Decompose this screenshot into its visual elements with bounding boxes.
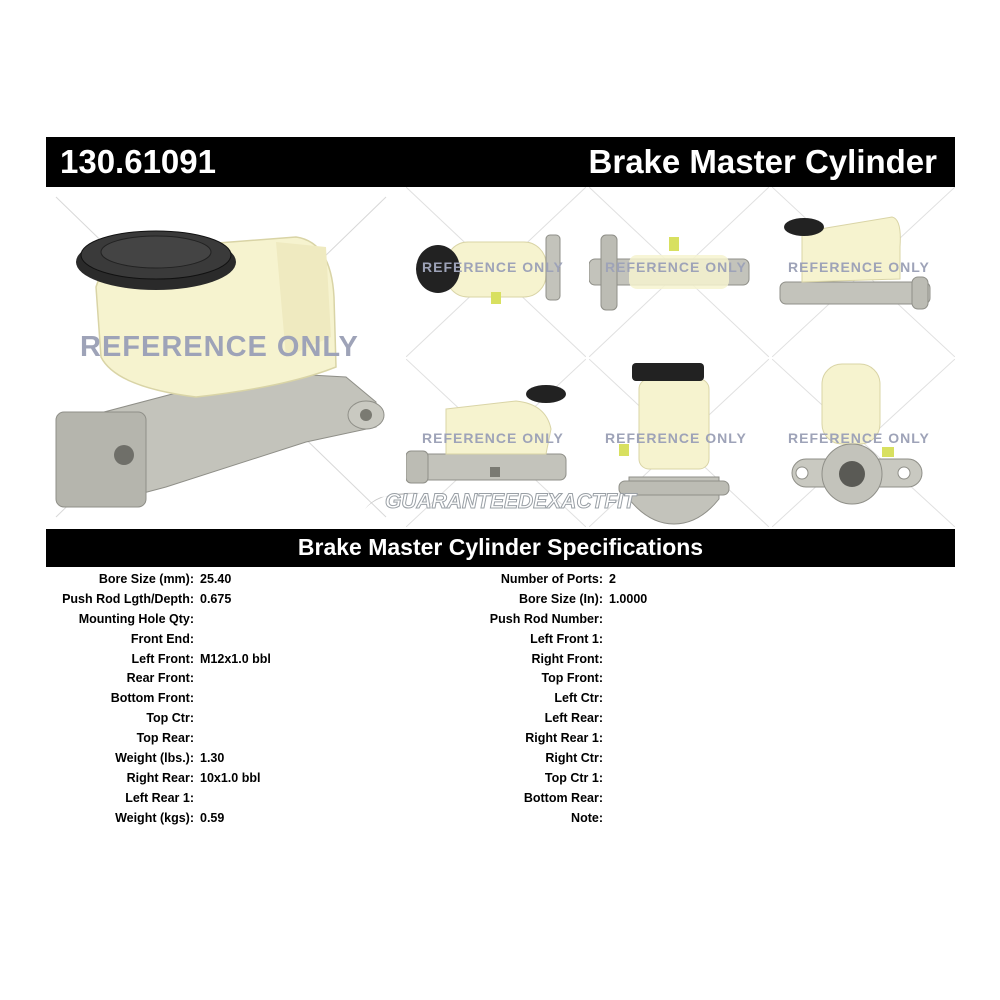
spec-row: Top Ctr: <box>0 709 194 729</box>
spec-label: Left Ctr: <box>554 691 603 706</box>
reference-only-watermark: REFERENCE ONLY <box>422 259 564 275</box>
spec-row: Left Ctr: <box>400 689 603 709</box>
spec-row: Bottom Front: <box>0 689 194 709</box>
guarantee-text: GUARANTEEDEXACTFIT <box>385 490 637 514</box>
thumbnail-right-view[interactable]: REFERENCE ONLY <box>772 187 955 357</box>
spec-row: Top Front: <box>400 669 603 689</box>
guaranteed-exact-fit-logo: GUARANTEEDEXACTFIT <box>361 489 661 515</box>
spec-row: Right Ctr: <box>400 749 603 769</box>
spec-value: 0.675 <box>200 591 232 606</box>
specs-left-column: Bore Size (mm): 25.40 Push Rod Lgth/Depth… <box>0 570 271 829</box>
specifications-header: Brake Master Cylinder Specifications <box>46 529 955 567</box>
spec-label: Push Rod Number: <box>489 611 603 626</box>
spec-label: Top Ctr 1: <box>544 770 603 785</box>
reference-only-watermark: REFERENCE ONLY <box>80 331 359 363</box>
product-name: Brake Master Cylinder <box>588 143 937 180</box>
spec-row: Right Front: <box>400 650 603 670</box>
spec-row: Push Rod Lgth/Depth: 0.675 <box>0 590 231 610</box>
thumbnail-rear-end-view[interactable]: REFERENCE ONLY <box>772 359 955 527</box>
spec-label: Right Front: <box>531 651 603 666</box>
spec-row: Front End: <box>0 630 194 650</box>
spec-label: Right Ctr: <box>545 751 603 766</box>
master-cylinder-rear-end-illustration <box>772 359 955 527</box>
thumbnail-top-view[interactable]: REFERENCE ONLY <box>589 187 769 357</box>
spec-label: Bore Size (mm): <box>98 572 194 586</box>
thumbnail-front-side-view[interactable]: REFERENCE ONLY <box>406 359 586 527</box>
spec-label: Note: <box>571 810 603 825</box>
spec-row: Weight (lbs.): 1.30 <box>0 749 224 769</box>
specs-right-column: Number of Ports:2 Bore Size (In):1.0000 … <box>400 570 647 829</box>
spec-row: Left Front 1: <box>400 630 603 650</box>
spec-value: 1.30 <box>200 751 225 766</box>
master-cylinder-front-side-illustration <box>406 359 586 527</box>
spec-label: Weight (lbs.): <box>115 751 194 766</box>
spec-row: Right Rear 1: <box>400 729 603 749</box>
master-cylinder-main-illustration <box>55 196 387 518</box>
spec-label: Left Front: <box>131 651 194 666</box>
spec-label: Top Ctr: <box>146 711 194 726</box>
spec-label: Weight (kgs): <box>115 810 194 825</box>
spec-value: 0.59 <box>200 810 225 825</box>
spec-row: Push Rod Number: <box>400 610 603 630</box>
reference-only-watermark: REFERENCE ONLY <box>605 430 747 446</box>
spec-label: Right Rear: <box>126 770 194 785</box>
spec-row: Top Rear: <box>0 729 194 749</box>
master-cylinder-top-illustration <box>589 187 769 357</box>
specifications-title: Brake Master Cylinder Specifications <box>297 534 704 560</box>
reference-only-watermark: REFERENCE ONLY <box>788 259 930 275</box>
spec-label: Bottom Rear: <box>523 790 603 805</box>
spec-row: Number of Ports: 2 <box>400 570 616 590</box>
spec-row: Top Ctr 1: <box>400 769 603 789</box>
spec-row: Note: <box>400 809 603 829</box>
spec-label: Rear Front: <box>126 671 194 686</box>
spec-row: Left Rear: <box>400 709 603 729</box>
spec-label: Left Rear: <box>544 711 603 726</box>
spec-row: Weight (kgs): 0.59 <box>0 809 224 829</box>
spec-label: Bore Size (In): <box>518 591 603 606</box>
thumbnail-front-end-view[interactable]: REFERENCE ONLY <box>589 359 769 527</box>
spec-value: M12x1.0 bbl <box>200 651 271 666</box>
spec-label: Bottom Front: <box>110 691 194 706</box>
spec-label: Right Rear 1: <box>525 731 603 746</box>
spec-value: 1.0000 <box>609 591 648 606</box>
master-cylinder-left-illustration <box>406 187 586 357</box>
spec-label: Mounting Hole Qty: <box>78 611 194 626</box>
title-bar: 130.61091 Brake Master Cylinder <box>46 137 955 187</box>
spec-label: Top Rear: <box>136 731 194 746</box>
master-cylinder-front-end-illustration <box>589 359 769 527</box>
main-product-image: REFERENCE ONLY <box>46 187 396 527</box>
spec-row: Rear Front: <box>0 669 194 689</box>
spec-value: 10x1.0 bbl <box>200 770 261 785</box>
spec-row: Left Rear 1: <box>0 789 194 809</box>
spec-label: Left Front 1: <box>530 631 603 646</box>
spec-value: 2 <box>609 572 616 586</box>
product-image-gallery: REFERENCE ONLY REFERENCE ONLY REFERENCE … <box>46 187 955 527</box>
spec-row: Bore Size (mm): 25.40 <box>0 570 231 590</box>
spec-row: Left Front: M12x1.0 bbl <box>0 650 271 670</box>
spec-label: Front End: <box>130 631 194 646</box>
part-number: 130.61091 <box>60 143 216 180</box>
spec-label: Top Front: <box>541 671 603 686</box>
spec-row: Bottom Rear: <box>400 789 603 809</box>
reference-only-watermark: REFERENCE ONLY <box>788 430 930 446</box>
master-cylinder-right-illustration <box>772 187 955 357</box>
spec-label: Number of Ports: <box>500 572 603 586</box>
spec-label: Left Rear 1: <box>125 790 194 805</box>
thumbnail-left-view[interactable]: REFERENCE ONLY <box>406 187 586 357</box>
reference-only-watermark: REFERENCE ONLY <box>605 259 747 275</box>
reference-only-watermark: REFERENCE ONLY <box>422 430 564 446</box>
spec-row: Right Rear: 10x1.0 bbl <box>0 769 261 789</box>
spec-label: Push Rod Lgth/Depth: <box>62 591 194 606</box>
spec-value: 25.40 <box>200 572 232 586</box>
spec-row: Mounting Hole Qty: <box>0 610 194 630</box>
spec-row: Bore Size (In): 1.0000 <box>400 590 647 610</box>
